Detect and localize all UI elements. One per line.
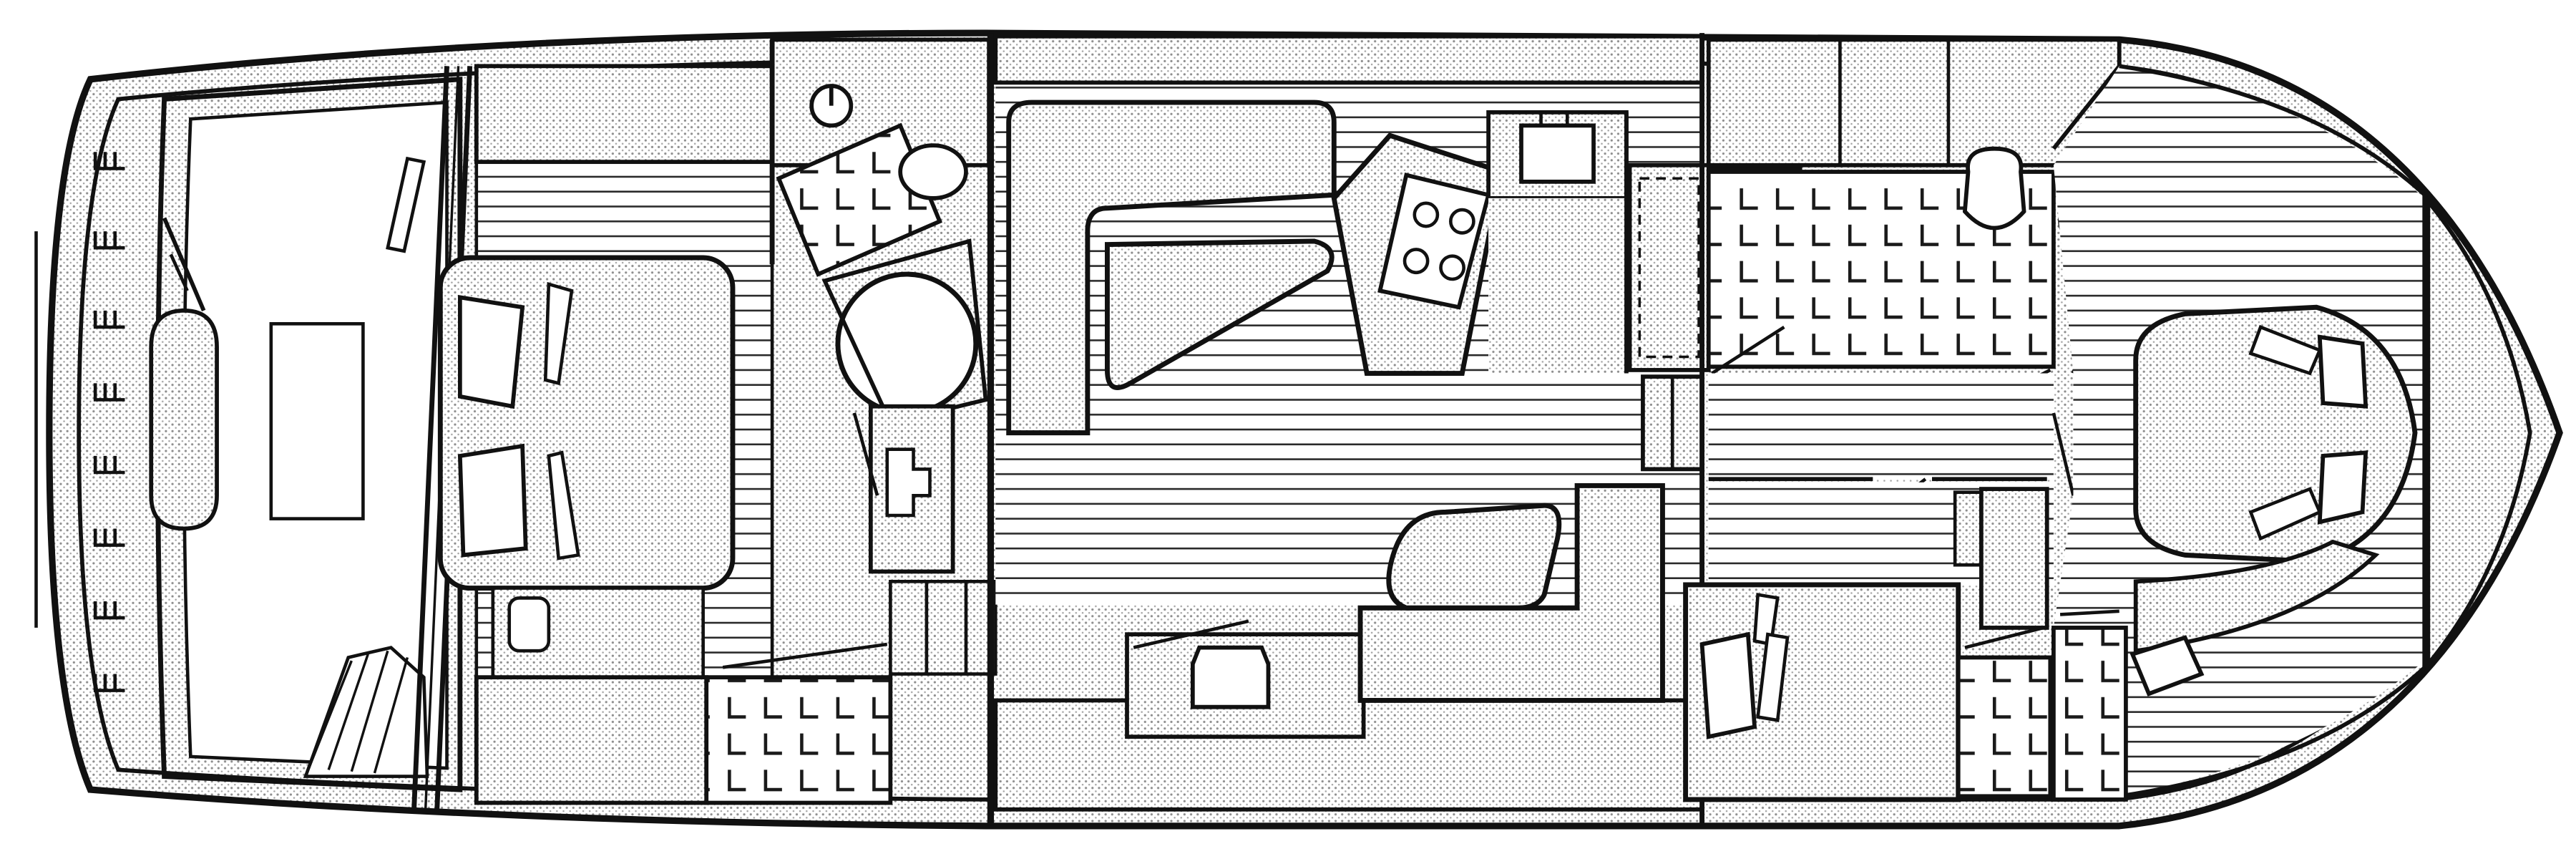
- salon: [993, 34, 1704, 812]
- galley-sink-icon: [1519, 123, 1596, 184]
- aft-stateroom-locker: [474, 64, 774, 165]
- aft-cockpit: [34, 77, 463, 792]
- forward-passage: [1708, 373, 2075, 630]
- forward-hanging-locker: [1956, 655, 2053, 799]
- cockpit-hatch: [269, 322, 365, 520]
- guest-cabin: [1683, 582, 2053, 802]
- toilet-icon: [898, 143, 968, 200]
- aft-door: [386, 156, 426, 253]
- forward-steps: [1641, 33, 1705, 826]
- salon-settee: [1357, 482, 1665, 703]
- forward-shower-grate: [1706, 170, 2056, 369]
- forward-stateroom: [2051, 64, 2428, 802]
- berth-pillow-lower: [457, 443, 528, 558]
- aft-head-shower-stall: [835, 271, 979, 416]
- bow: [2426, 195, 2532, 670]
- salon-dinette-table: [1105, 238, 1335, 390]
- aft-stateroom: [437, 64, 893, 805]
- aft-hanging-locker: [704, 675, 893, 805]
- transom-scuppers: [93, 152, 125, 692]
- cockpit-ladder: [303, 646, 429, 778]
- toilet-icon: [1962, 146, 2026, 230]
- galley-refrigerator: [1627, 162, 1711, 372]
- galley: [1331, 110, 1711, 376]
- aft-shower-grate: [776, 122, 942, 277]
- cockpit-step: [149, 308, 219, 531]
- salon-ottoman: [1386, 503, 1562, 611]
- berth-pillow-upper: [457, 295, 525, 409]
- salon-l-settee: [1006, 100, 1337, 436]
- forward-head: [1706, 37, 2122, 405]
